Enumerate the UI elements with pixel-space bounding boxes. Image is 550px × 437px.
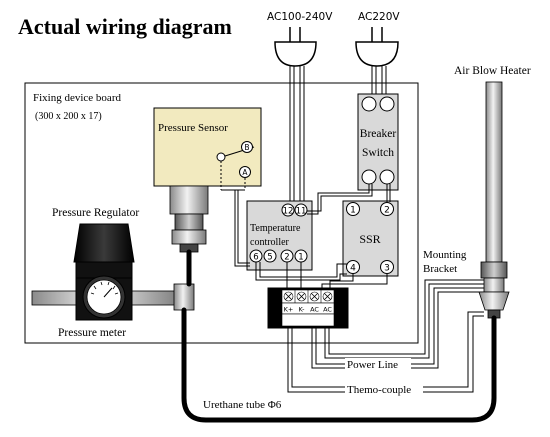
sensor-terminal-b: B: [244, 143, 249, 152]
breaker-switch: Breaker Switch: [357, 93, 399, 191]
tc-bottom-terminal-6: 6: [253, 253, 258, 263]
thermo-couple-label: Themo-couple: [347, 384, 411, 396]
heater-label: Air Blow Heater: [454, 65, 531, 77]
tee-fitting: [173, 283, 195, 311]
terminal-label-kplus: K+: [284, 306, 294, 314]
ssr-label: SSR: [359, 232, 380, 246]
pressure-regulator-label: Pressure Regulator: [52, 207, 139, 219]
ssr-terminal-3: 3: [384, 264, 390, 274]
pressure-sensor: Pressure Sensor B A: [153, 107, 262, 187]
board-size: (300 x 200 x 17): [35, 111, 102, 122]
urethane-tube: [181, 249, 497, 423]
air-blow-heater: [478, 81, 510, 319]
pressure-meter-label: Pressure meter: [58, 327, 126, 339]
ssr-terminal-1: 1: [350, 206, 356, 216]
board-label: Fixing device board: [33, 92, 121, 104]
plug-right-icon: [355, 27, 399, 67]
sensor-fitting: [169, 185, 209, 253]
ssr-terminal-4: 4: [350, 264, 356, 274]
tc-bottom-terminal-2: 2: [284, 253, 289, 263]
terminal-block: K+ K- AC AC: [267, 287, 349, 329]
temperature-controller: 12 11 Temperature controller 6 5 2 1: [246, 200, 313, 271]
supply-wires: [289, 66, 387, 203]
pressure-sensor-label: Pressure Sensor: [158, 122, 228, 134]
tc-top-terminal-12: 12: [283, 207, 294, 217]
ssr: 1 2 4 3 SSR: [342, 200, 399, 277]
tc-top-terminal-11: 11: [296, 207, 307, 217]
heater-wires: [287, 279, 484, 393]
urethane-tube-label: Urethane tube Φ6: [203, 399, 282, 411]
plug-left-icon: [274, 27, 317, 67]
tc-bottom-terminal-1: 1: [298, 253, 303, 263]
power-line-label: Power Line: [347, 359, 398, 371]
mounting-bracket-line2: Bracket: [423, 263, 457, 275]
breaker-label-line1: Breaker: [360, 128, 397, 140]
internal-wires: [221, 184, 391, 288]
breaker-label-line2: Switch: [362, 147, 394, 159]
pressure-meter-gauge-icon: [82, 275, 126, 319]
diagram-title: Actual wiring diagram: [18, 14, 232, 39]
tc-bottom-terminal-5: 5: [267, 253, 272, 263]
terminal-label-ac1: AC: [310, 306, 319, 314]
tc-label-line1: Temperature: [250, 223, 301, 234]
sensor-terminal-a: A: [242, 168, 248, 177]
supply-label-right: AC220V: [358, 11, 400, 23]
sensor-signal-wires: [220, 161, 246, 190]
fixing-board: [24, 82, 419, 344]
supply-label-left: AC100-240V: [267, 11, 333, 23]
terminal-label-ac2: AC: [323, 306, 332, 314]
mounting-bracket-line1: Mounting: [423, 249, 467, 261]
ssr-terminal-2: 2: [384, 206, 390, 216]
tc-label-line2: controller: [250, 237, 290, 248]
terminal-label-kminus: K-: [299, 306, 306, 314]
